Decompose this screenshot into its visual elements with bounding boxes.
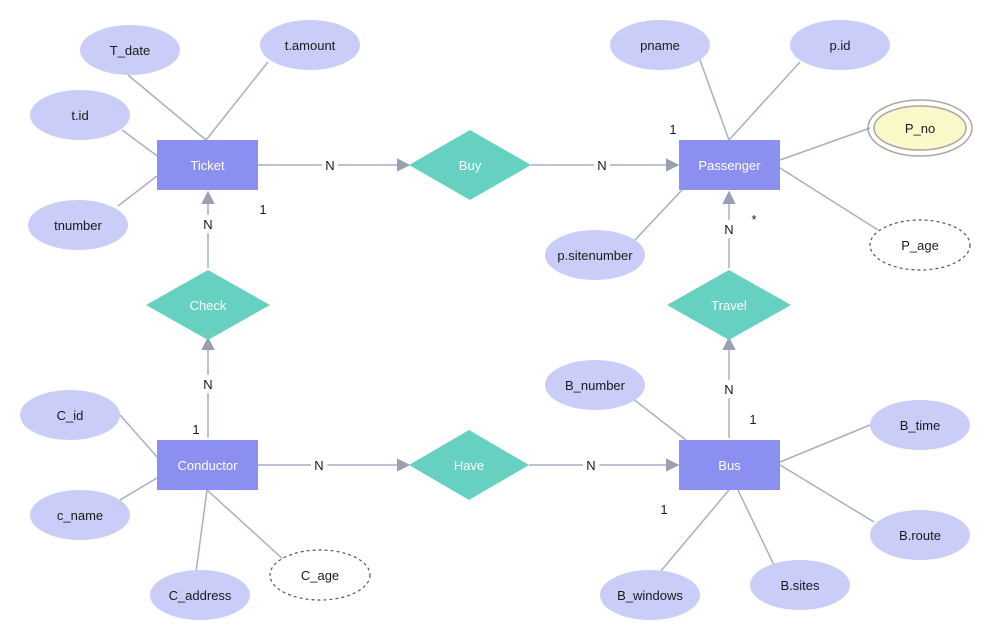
card-conductor-check: N: [203, 377, 212, 392]
card-travel-passenger: N: [724, 222, 733, 237]
relationship-check[interactable]: Check: [146, 270, 270, 340]
attribute-t-date[interactable]: T_date: [80, 25, 180, 75]
card-ticket-one: 1: [259, 202, 266, 217]
card-conductor-one: 1: [192, 422, 199, 437]
relationship-connectors: [201, 158, 736, 472]
attribute-p-id[interactable]: p.id: [790, 20, 890, 70]
connector-b-sites: [737, 489, 775, 566]
relationships: Buy Check Travel Have: [146, 130, 791, 500]
card-passenger-one: 1: [669, 122, 676, 137]
svg-text:Ticket: Ticket: [190, 158, 225, 173]
attribute-t-amount[interactable]: t.amount: [260, 20, 360, 70]
attribute-b-route[interactable]: B.route: [870, 510, 970, 560]
card-bus-one-bottom: 1: [660, 502, 667, 517]
connector-pname: [699, 59, 730, 141]
connector-c-id: [119, 414, 159, 459]
svg-text:t.id: t.id: [71, 108, 88, 123]
svg-text:B_windows: B_windows: [617, 588, 683, 603]
card-bus-one-top: 1: [749, 412, 756, 427]
connector-tnumber: [117, 175, 158, 207]
svg-text:C_id: C_id: [57, 408, 84, 423]
svg-text:Check: Check: [190, 298, 227, 313]
attribute-b-sites[interactable]: B.sites: [750, 560, 850, 610]
attribute-b-windows[interactable]: B_windows: [600, 570, 700, 620]
svg-text:pname: pname: [640, 38, 680, 53]
relationship-have[interactable]: Have: [409, 430, 529, 500]
card-check-ticket: N: [203, 217, 212, 232]
relationship-buy[interactable]: Buy: [409, 130, 531, 200]
attribute-b-time[interactable]: B_time: [870, 400, 970, 450]
svg-text:P_age: P_age: [901, 238, 939, 253]
card-conductor-have: N: [314, 458, 323, 473]
svg-text:Conductor: Conductor: [178, 458, 239, 473]
connector-b-route: [779, 464, 875, 523]
svg-text:T_date: T_date: [110, 43, 150, 58]
card-bus-travel: N: [724, 382, 733, 397]
svg-text:Travel: Travel: [711, 298, 747, 313]
connector-c-name: [119, 477, 158, 501]
svg-text:B_number: B_number: [565, 378, 626, 393]
connector-p-no: [779, 127, 871, 161]
connector-c-age: [206, 489, 285, 561]
card-ticket-buy: N: [325, 158, 334, 173]
connector-b-windows: [659, 489, 730, 573]
svg-text:C_address: C_address: [169, 588, 232, 603]
card-buy-passenger: N: [597, 158, 606, 173]
attribute-connectors: [117, 59, 879, 573]
attribute-tnumber[interactable]: tnumber: [28, 200, 128, 250]
card-have-bus: N: [586, 458, 595, 473]
connector-p-id: [728, 61, 801, 141]
entity-ticket[interactable]: Ticket: [157, 140, 258, 190]
entities: Ticket Passenger Conductor Bus: [157, 140, 780, 490]
connector-t-date: [127, 74, 207, 141]
svg-text:Have: Have: [454, 458, 484, 473]
connector-c-address: [195, 489, 208, 573]
svg-text:Passenger: Passenger: [698, 158, 761, 173]
entity-passenger[interactable]: Passenger: [679, 140, 780, 190]
relationship-travel[interactable]: Travel: [667, 270, 791, 340]
attributes: T_date t.amount t.id tnumber pname p.id …: [20, 20, 973, 620]
attribute-b-number[interactable]: B_number: [545, 360, 645, 410]
attribute-p-no[interactable]: P_no: [867, 99, 973, 157]
svg-text:c_name: c_name: [57, 508, 103, 523]
svg-text:Bus: Bus: [718, 458, 741, 473]
connector-b-time: [779, 424, 871, 463]
svg-text:B.sites: B.sites: [780, 578, 820, 593]
svg-text:p.id: p.id: [830, 38, 851, 53]
svg-text:C_age: C_age: [301, 568, 339, 583]
attribute-c-name[interactable]: c_name: [30, 490, 130, 540]
connector-t-amount: [205, 61, 269, 141]
attribute-c-address[interactable]: C_address: [150, 570, 250, 620]
attribute-t-id[interactable]: t.id: [30, 90, 130, 140]
svg-text:B.route: B.route: [899, 528, 941, 543]
connector-p-sitenumber: [632, 189, 683, 243]
card-passenger-star: *: [751, 212, 756, 227]
entity-bus[interactable]: Bus: [679, 440, 780, 490]
attribute-p-sitenumber[interactable]: p.sitenumber: [545, 230, 645, 280]
connector-b-number: [631, 397, 687, 441]
svg-text:t.amount: t.amount: [285, 38, 336, 53]
attribute-c-id[interactable]: C_id: [20, 390, 120, 440]
connector-t-id: [121, 129, 161, 159]
svg-text:Buy: Buy: [459, 158, 482, 173]
cardinality-labels: N N 1 1 N N 1 N * N 1 N N 1: [192, 122, 756, 517]
entity-conductor[interactable]: Conductor: [157, 440, 258, 490]
svg-text:P_no: P_no: [905, 121, 935, 136]
svg-text:B_time: B_time: [900, 418, 940, 433]
attribute-c-age[interactable]: C_age: [269, 549, 371, 601]
svg-text:tnumber: tnumber: [54, 218, 102, 233]
connector-p-age: [779, 167, 879, 231]
svg-text:p.sitenumber: p.sitenumber: [557, 248, 633, 263]
attribute-pname[interactable]: pname: [610, 20, 710, 70]
attribute-p-age[interactable]: P_age: [869, 219, 971, 271]
